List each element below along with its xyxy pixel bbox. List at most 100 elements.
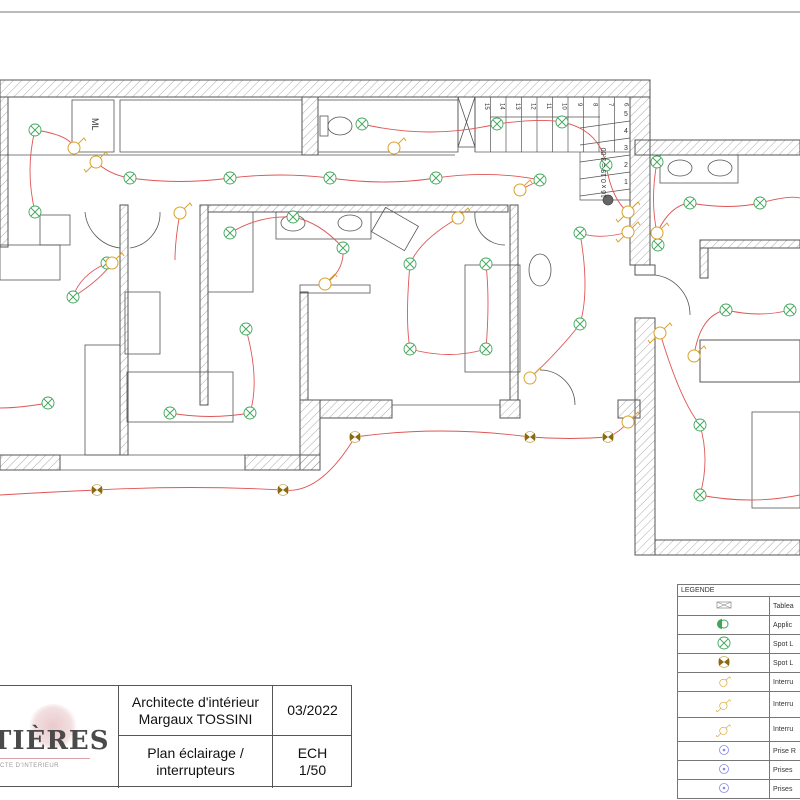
logo-underline xyxy=(0,758,90,759)
switch-two-way-icon xyxy=(83,151,109,173)
legend-row: Interru xyxy=(677,691,800,718)
switch-two-way-icon xyxy=(715,698,731,712)
spot-light-outdoor-icon xyxy=(524,431,536,443)
spot-light-outdoor-icon xyxy=(91,484,103,496)
spot-light-icon xyxy=(599,158,613,172)
socket-double-icon xyxy=(718,764,729,774)
spot-light-outdoor-icon xyxy=(277,484,289,496)
spot-light-icon xyxy=(490,117,504,131)
legend-label: Interru xyxy=(769,672,800,692)
stair-step-number: 4 xyxy=(624,128,628,135)
switch-two-way-icon xyxy=(647,322,673,344)
legend-symbol-cell xyxy=(677,779,770,799)
stair-step-number: 14 xyxy=(499,103,505,110)
switch-single-icon xyxy=(318,273,338,291)
spot-light-icon xyxy=(28,205,42,219)
date: 03/2022 xyxy=(287,702,338,718)
switch-single-icon xyxy=(650,222,670,240)
logo-subtext: CTE D'INTERIEUR xyxy=(0,763,59,769)
spot-light-icon xyxy=(693,418,707,432)
spot-light-icon xyxy=(429,171,443,185)
switch-single-icon xyxy=(451,207,471,225)
legend-symbol-cell xyxy=(677,672,770,692)
switch-single-icon xyxy=(523,367,543,385)
legend-symbol-cell xyxy=(677,691,770,718)
spot-light-icon xyxy=(783,303,797,317)
circuit-wire xyxy=(0,436,356,496)
switch-single-icon xyxy=(173,202,193,220)
legend-label: Spot L xyxy=(769,634,800,654)
room-label-ml: ML xyxy=(90,118,100,131)
legend-row: Interru xyxy=(677,672,800,692)
stair-step-number: 3 xyxy=(624,145,628,152)
spot-light-icon xyxy=(555,115,569,129)
spot-light-icon xyxy=(717,636,730,650)
switch-single-icon xyxy=(513,179,533,197)
switch-two-way-icon xyxy=(715,698,731,712)
legend-row: Tablea xyxy=(677,596,800,616)
spot-light-icon xyxy=(533,173,547,187)
stair-step-number: 6 xyxy=(623,103,629,107)
spot-light-icon xyxy=(693,488,707,502)
legend-symbol-cell xyxy=(677,596,770,616)
legend-row: Prises xyxy=(677,760,800,780)
spot-light-icon xyxy=(243,406,257,420)
stair-step-number: 13 xyxy=(514,103,520,110)
spot-light-icon xyxy=(323,171,337,185)
spot-light-icon xyxy=(239,322,253,336)
circuit-wire xyxy=(29,129,36,213)
spot-light-icon xyxy=(28,123,42,137)
spot-light-icon xyxy=(479,257,493,271)
spot-light-icon xyxy=(683,196,697,210)
electrical-symbols xyxy=(28,115,797,502)
circuit-wire xyxy=(529,231,629,379)
scale-label: ECH xyxy=(297,745,328,761)
spot-light-outdoor-icon xyxy=(602,431,614,443)
switch-two-way-icon xyxy=(615,201,641,223)
spot-light-icon xyxy=(719,303,733,317)
stair-step-number: 1 xyxy=(624,179,628,186)
spot-light-icon xyxy=(573,317,587,331)
legend-symbol-cell xyxy=(677,634,770,654)
circuit-wire xyxy=(659,332,800,501)
logo-text: TIÈRES xyxy=(0,726,110,756)
spot-light-outdoor-icon xyxy=(349,431,361,443)
author-name: Margaux TOSSINI xyxy=(138,710,253,727)
legend-row: Interru xyxy=(677,717,800,742)
legend-label: Prises xyxy=(769,779,800,799)
legend-label: Tablea xyxy=(769,596,800,616)
legend-symbol-cell xyxy=(677,741,770,761)
legend-symbol-cell xyxy=(677,717,770,742)
legend-label: Applic xyxy=(769,615,800,635)
spot-light-icon xyxy=(479,342,493,356)
drawing-title-line2: interrupteurs xyxy=(156,762,235,778)
spot-light-outdoor-icon xyxy=(717,656,730,668)
spot-light-icon xyxy=(573,226,587,240)
circuit-wire xyxy=(407,217,489,355)
stair-start-marker xyxy=(602,194,614,206)
author-cell: Architecte d'intérieur Margaux TOSSINI xyxy=(118,686,272,736)
spot-light-icon xyxy=(336,241,350,255)
spot-light-icon xyxy=(650,155,664,169)
spot-light-icon xyxy=(286,210,300,224)
circuit-wire xyxy=(354,421,629,439)
logo: TIÈRES CTE D'INTERIEUR xyxy=(0,686,118,786)
circuit-wire xyxy=(95,161,541,183)
wall-light-icon xyxy=(716,619,728,629)
circuit-wire xyxy=(72,262,108,298)
stair-formula: 16 x 0.19 = 3.00 xyxy=(601,147,608,198)
stair-step-number: 5 xyxy=(624,111,628,118)
spot-light-icon xyxy=(717,636,730,650)
spot-light-icon xyxy=(223,226,237,240)
switch-single-icon xyxy=(105,252,125,270)
legend-row: Spot L xyxy=(677,653,800,673)
circuit-wire xyxy=(174,212,181,261)
switch-single-icon xyxy=(67,137,87,155)
logo-blot xyxy=(28,704,78,749)
legend-row: Applic xyxy=(677,615,800,635)
socket-triple-icon xyxy=(718,783,729,793)
spot-light-icon xyxy=(163,406,177,420)
spot-light-icon xyxy=(403,342,417,356)
